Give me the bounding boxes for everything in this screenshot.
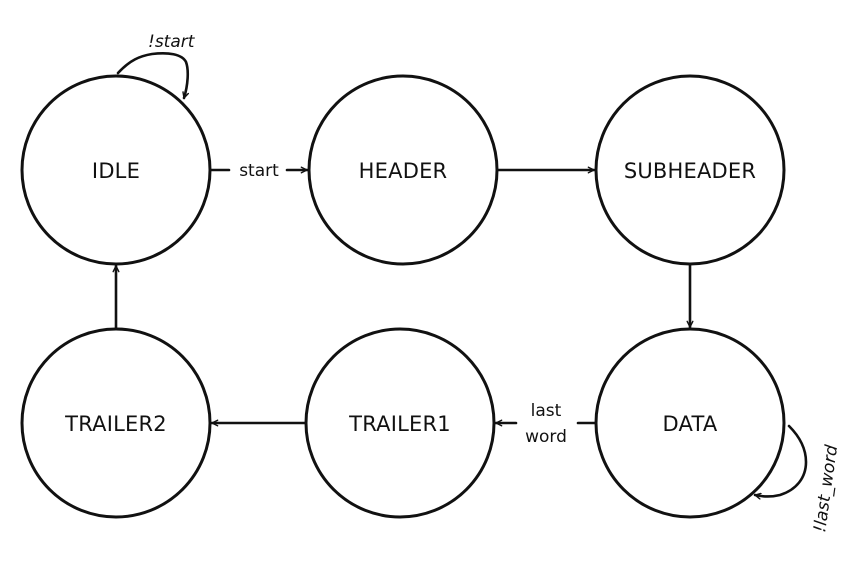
state-subheader-label: SUBHEADER [624,159,756,183]
transition-data-self-loop [753,424,808,500]
transition-data-to-trailer1-label-line1: last [531,401,562,421]
state-idle-label: IDLE [92,159,140,183]
state-trailer1-label: TRAILER1 [348,412,451,436]
state-data-label: DATA [663,412,718,436]
state-trailer2-label: TRAILER2 [64,412,167,436]
transition-data-self-label: !last_word [810,443,842,533]
transition-data-to-trailer1-label-line2: word [525,427,567,447]
transition-idle-self-label: !start [148,32,196,52]
transition-idle-to-header-label: start [239,161,279,181]
transition-idle-self-loop [116,51,190,100]
state-header-label: HEADER [359,159,448,183]
